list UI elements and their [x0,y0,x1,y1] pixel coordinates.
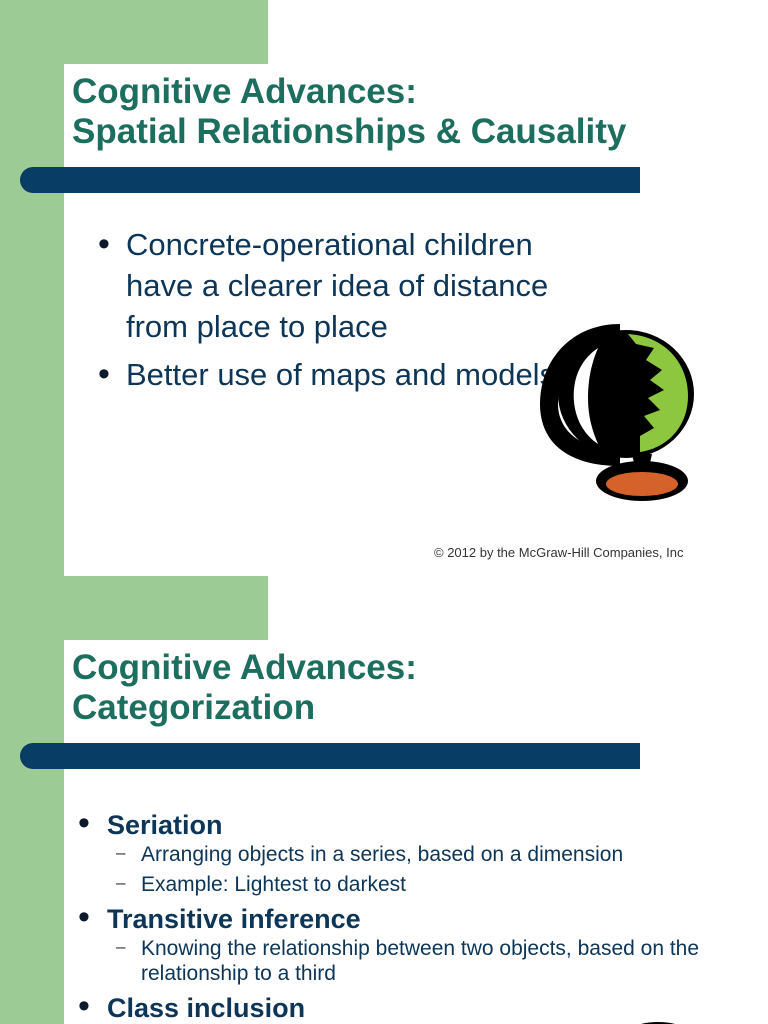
bullet-item: Seriation Arranging objects in a series,… [78,804,718,897]
slide-title: Cognitive Advances: Categorization [72,648,417,728]
title-line-1: Cognitive Advances: [72,648,417,687]
globe-icon [641,1022,675,1024]
bullet-item: Better use of maps and models [96,354,566,395]
sub-bullet-item: Example: Lightest to darkest [107,870,718,897]
accent-block [0,576,268,640]
accent-block [0,0,268,64]
accent-strip [0,640,64,1024]
globe-icon [540,324,694,501]
bullet-item: Transitive inference Knowing the relatio… [78,898,718,986]
slide-spatial-relationships: Cognitive Advances: Spatial Relationship… [0,0,768,576]
slide-categorization: Cognitive Advances: Categorization Seria… [0,576,768,1024]
sub-bullet-item: Knowing the relationship between two obj… [107,934,718,986]
sub-bullet-list: Arranging objects in a series, based on … [107,840,718,897]
copyright-notice: © 2012 by the McGraw-Hill Companies, Inc [434,545,684,560]
sub-bullet-list: Knowing the relationship between two obj… [107,934,718,986]
title-line-1: Cognitive Advances: [72,72,417,111]
bullet-item: Class inclusion [78,987,718,1024]
accent-strip [0,64,64,576]
bullet-item: Concrete-operational children have a cle… [96,224,566,347]
title-line-2: Spatial Relationships & Causality [72,112,627,151]
bullet-list: Seriation Arranging objects in a series,… [78,804,718,1024]
title-divider-bar [20,743,640,769]
bullet-list: Concrete-operational children have a cle… [96,224,566,402]
slide-title: Cognitive Advances: Spatial Relationship… [72,72,626,152]
title-divider-bar [20,167,640,193]
bullet-term: Class inclusion [107,993,306,1023]
sub-bullet-item: Arranging objects in a series, based on … [107,840,718,867]
bullet-term: Transitive inference [107,904,361,934]
bullet-term: Seriation [107,810,223,840]
title-line-2: Categorization [72,688,316,727]
